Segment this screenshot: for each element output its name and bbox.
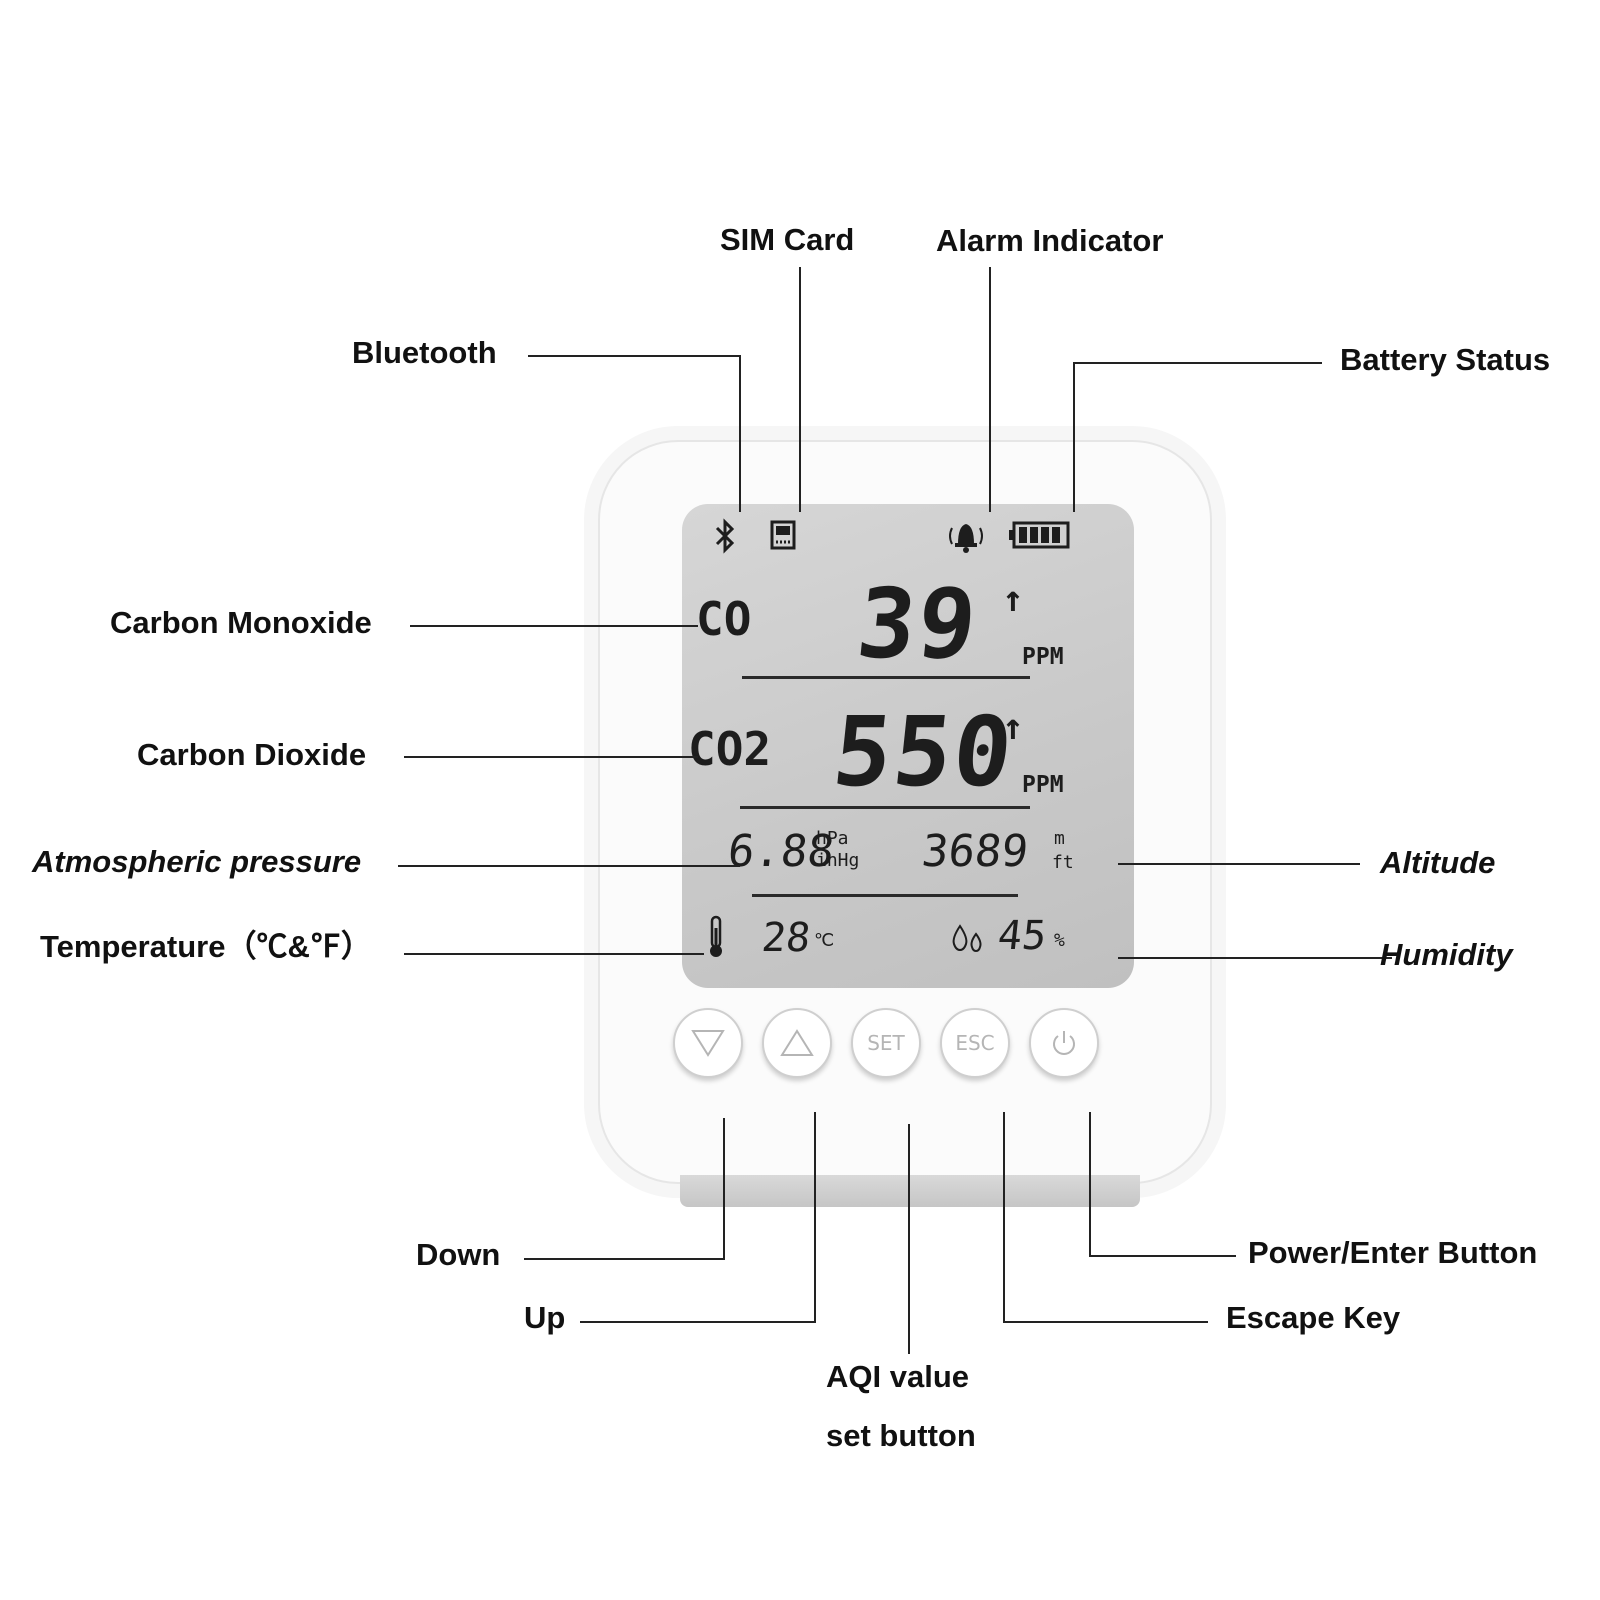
leader-up	[580, 1112, 816, 1323]
label-battery-status: Battery Status	[1340, 342, 1551, 377]
altitude-unit-m: m	[1054, 828, 1065, 849]
co2-unit: PPM	[1022, 772, 1064, 798]
label-aqi-line2: set button	[826, 1418, 976, 1453]
leader-power	[1089, 1112, 1236, 1257]
battery-icon	[1009, 521, 1070, 549]
pressure-unit-inhg: inHg	[816, 850, 860, 871]
divider-2	[740, 806, 1030, 809]
temperature-unit: ℃	[814, 930, 835, 951]
label-atmospheric-pressure: Atmospheric pressure	[32, 844, 362, 879]
down-button[interactable]	[673, 1008, 743, 1078]
label-altitude: Altitude	[1380, 845, 1496, 880]
label-bluetooth: Bluetooth	[352, 335, 497, 370]
power-icon	[1053, 1031, 1075, 1055]
label-down: Down	[416, 1237, 501, 1272]
divider-1	[742, 676, 1030, 679]
bluetooth-icon	[715, 518, 735, 554]
set-button[interactable]: SET	[851, 1008, 921, 1078]
down-triangle-icon	[691, 1030, 725, 1057]
altitude-unit-ft: ft	[1052, 852, 1074, 873]
co2-label: CO2	[688, 722, 772, 776]
label-up: Up	[524, 1300, 566, 1335]
label-alarm-indicator: Alarm Indicator	[936, 223, 1164, 258]
sim-card-icon	[770, 520, 796, 550]
set-button-label: SET	[867, 1031, 905, 1055]
label-power-enter: Power/Enter Button	[1248, 1235, 1538, 1270]
humidity-unit: %	[1054, 930, 1065, 951]
label-humidity: Humidity	[1380, 937, 1513, 972]
co-unit: PPM	[1022, 644, 1064, 670]
label-carbon-dioxide: Carbon Dioxide	[137, 737, 367, 772]
label-temperature: Temperature（℃&℉）	[40, 929, 372, 964]
power-button[interactable]	[1029, 1008, 1099, 1078]
label-aqi-line1: AQI value	[826, 1359, 969, 1394]
humidity-drop-icon	[952, 924, 982, 953]
alarm-bell-icon	[949, 524, 983, 553]
divider-3	[752, 894, 1018, 897]
lcd-screen: CO 39 ↑ PPM CO2 550 ↑ PPM 6.88 hPa inHg …	[682, 504, 1134, 988]
label-carbon-monoxide: Carbon Monoxide	[110, 605, 372, 640]
leader-down	[524, 1118, 725, 1260]
co2-trend-arrow: ↑	[1002, 707, 1024, 748]
up-button[interactable]	[762, 1008, 832, 1078]
esc-button-label: ESC	[955, 1031, 995, 1055]
leader-bluetooth	[528, 355, 741, 512]
label-escape-key: Escape Key	[1226, 1300, 1401, 1335]
thermometer-icon	[710, 915, 722, 957]
esc-button[interactable]: ESC	[940, 1008, 1010, 1078]
pressure-unit-hpa: hPa	[816, 828, 849, 849]
label-sim-card: SIM Card	[720, 222, 855, 257]
leader-battery	[1073, 362, 1322, 512]
up-triangle-icon	[780, 1029, 814, 1056]
leader-esc	[1003, 1112, 1208, 1323]
co-label: CO	[696, 592, 752, 646]
co-trend-arrow: ↑	[1002, 579, 1024, 620]
